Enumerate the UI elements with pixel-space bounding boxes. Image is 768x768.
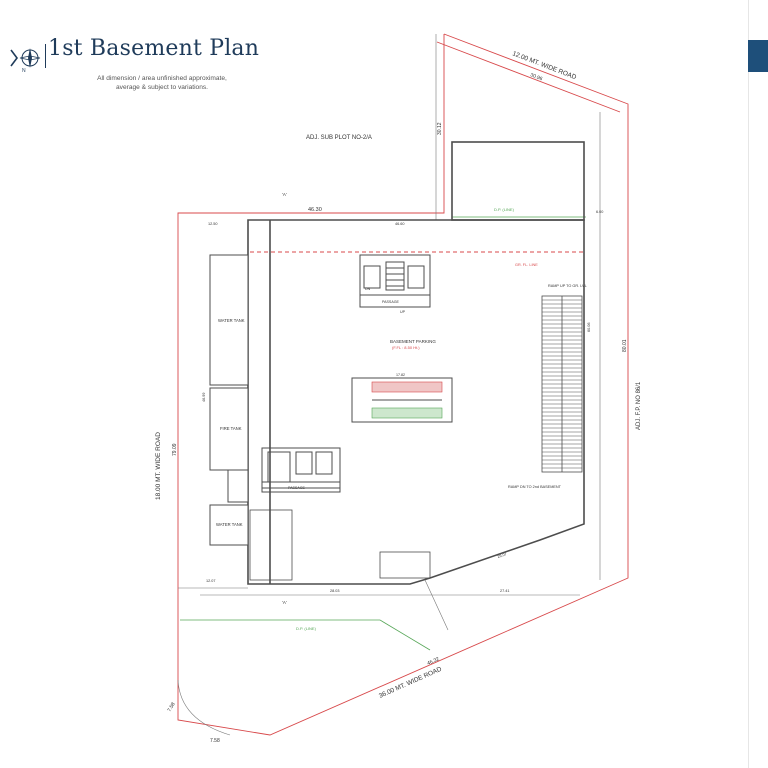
title-separator [45, 44, 46, 68]
dim-plot-top: 46.30 [308, 207, 322, 213]
dim-bottom-right-seg: 27.41 [500, 589, 510, 593]
ramp-up-label: RAMP UP TO GR. LVL [548, 284, 587, 288]
building-outline [247, 219, 585, 585]
section-a-bottom: 'A' [282, 600, 287, 605]
basement-parking-label: BASEMENT PARKING [390, 339, 436, 344]
water-tank-top-label: WATER TANK [218, 318, 245, 323]
dim-bottom-left-seg: 28.03 [330, 589, 340, 593]
dim-left-side: 79.09 [172, 443, 178, 456]
page-subtitle: All dimension / area unfinished approxim… [52, 74, 272, 92]
dim-right-inner: 60.06 [587, 322, 591, 332]
dim-top-setback: 12.50 [208, 222, 218, 226]
brand-tab [748, 40, 768, 72]
dim-top-inner: 46.60 [395, 222, 405, 226]
core-bottom [261, 447, 341, 493]
up-label: UP [400, 310, 406, 314]
gr-fl-line-label: GR. FL. LINE [515, 263, 538, 267]
fire-tank [209, 387, 249, 471]
basement-parking-sub: (F.FL : 8.50 Ht.) [392, 345, 420, 350]
dim-stair-width: 17.82 [396, 373, 405, 377]
fire-tank-label: FIRE TANK [220, 426, 242, 431]
dim-left-inner: 46.99 [202, 392, 206, 402]
dim-left-margin: 12.07 [206, 579, 216, 583]
road-label-left: 18.00 MT. WIDE ROAD [155, 432, 162, 500]
section-a-top: 'A' [282, 192, 287, 197]
page-title: 1st Basement Plan [48, 36, 260, 61]
passage-bottom-label: PASSAGE [288, 486, 306, 490]
water-tank-bottom [209, 504, 249, 546]
subtitle-line-2: average & subject to variations. [116, 84, 208, 91]
dim-corner-a: 7.58 [167, 701, 177, 713]
plot-boundary [177, 33, 629, 736]
water-tank-bottom-label: WATER TANK [216, 522, 243, 527]
dim-bottom-road-length: 46.32 [426, 656, 440, 667]
core-top [359, 254, 431, 308]
dim-top-road-width: 30.96 [529, 72, 543, 82]
dim-right-side: 80.01 [622, 339, 628, 352]
road-label-bottom: 36.00 MT. WIDE ROAD [378, 666, 443, 700]
dim-corner-b: 7.58 [210, 738, 220, 744]
dim-right-setback: 6.00 [596, 210, 603, 214]
road-label-top: 12.00 MT. WIDE ROAD [511, 50, 577, 81]
dn-label: DN [365, 287, 371, 291]
adj-fp-label: ADJ. F.P. NO 86/1 [636, 381, 642, 430]
page-edge-divider [748, 0, 749, 768]
passage-top-label: PASSAGE [382, 300, 400, 304]
water-tank-top [209, 254, 249, 386]
dim-sub-plot-depth: 30.12 [437, 122, 443, 135]
dp-line-bottom-label: D.P. (LINE) [296, 626, 317, 631]
ramp-down-label: RAMP DN TO 2nd BASEMENT [508, 485, 562, 489]
central-core [351, 377, 453, 423]
compass-icon: N [8, 44, 42, 78]
dim-diag-inner: 26.07 [497, 552, 507, 559]
adj-sub-plot-label: ADJ. SUB PLOT NO-2/A [306, 135, 372, 141]
svg-text:N: N [22, 68, 26, 74]
subtitle-line-1: All dimension / area unfinished approxim… [97, 75, 227, 82]
dp-line-top-label: D.P. (LINE) [494, 207, 515, 212]
